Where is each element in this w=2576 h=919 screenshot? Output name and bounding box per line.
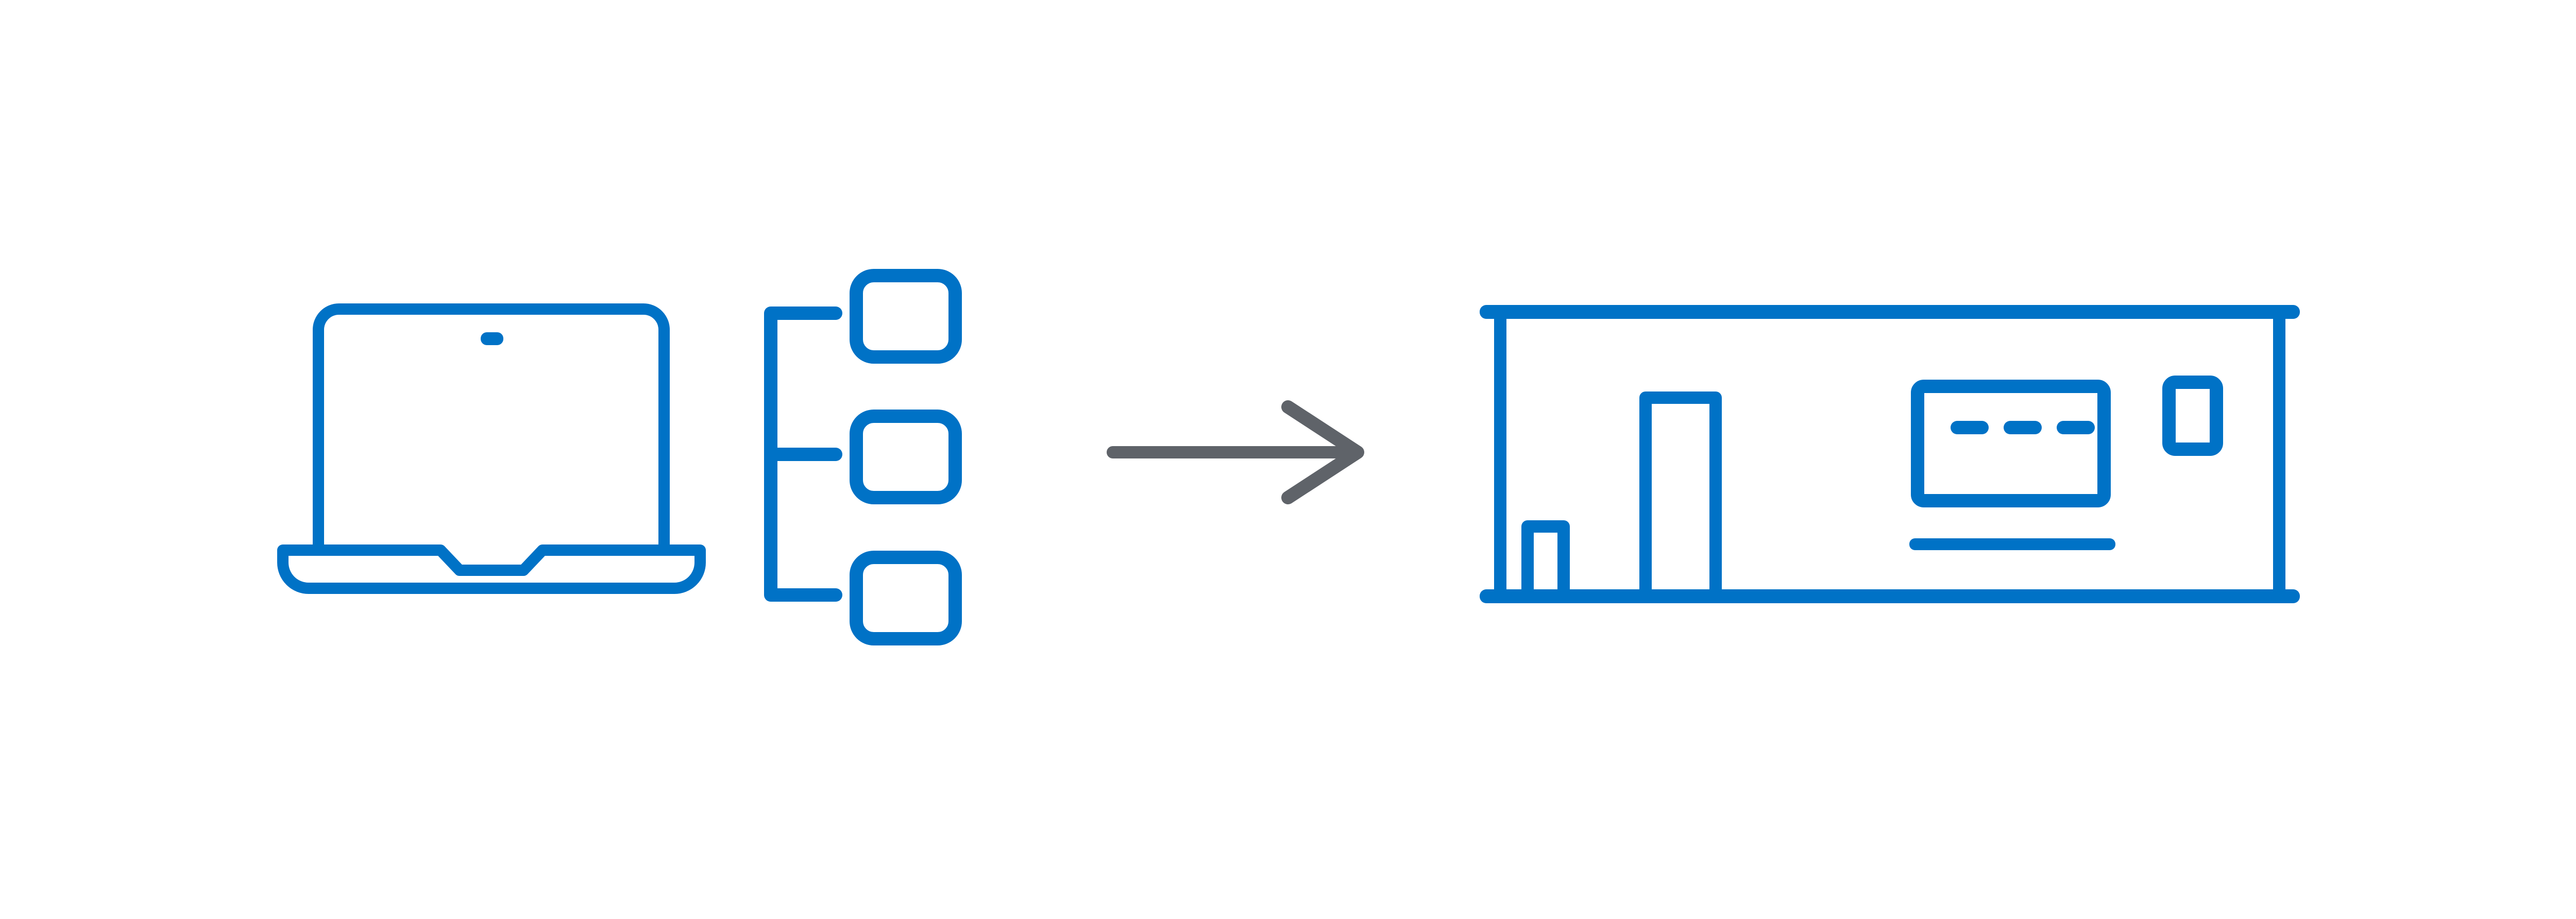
data-center-icon: [1480, 305, 2300, 603]
building-left-wall: [1494, 312, 1506, 592]
monitor-dash-1: [1951, 421, 1989, 434]
config-node-3[interactable]: [850, 551, 962, 645]
building-right-wall: [2273, 312, 2285, 592]
monitor-dash-2: [2004, 421, 2042, 434]
tall-rack: [1639, 392, 1722, 596]
right-arrow-icon: [1107, 400, 1364, 504]
short-rack: [1521, 520, 1570, 596]
side-indicator: [2162, 376, 2223, 456]
laptop-base-outline: [277, 544, 706, 594]
arrow-head: [1281, 400, 1364, 504]
building-floor: [1480, 589, 2300, 603]
monitor-dash-3: [2057, 421, 2095, 434]
laptop-camera-icon: [481, 332, 503, 345]
laptop-lid-outline: [313, 303, 670, 552]
config-tree: [764, 269, 962, 645]
config-node-1[interactable]: [850, 269, 962, 364]
monitor-panel: [1911, 380, 2111, 507]
building-roof: [1480, 305, 2300, 319]
laptop-icon: [277, 303, 706, 594]
config-node-2[interactable]: [850, 410, 962, 504]
monitor-base-line: [1909, 538, 2115, 550]
